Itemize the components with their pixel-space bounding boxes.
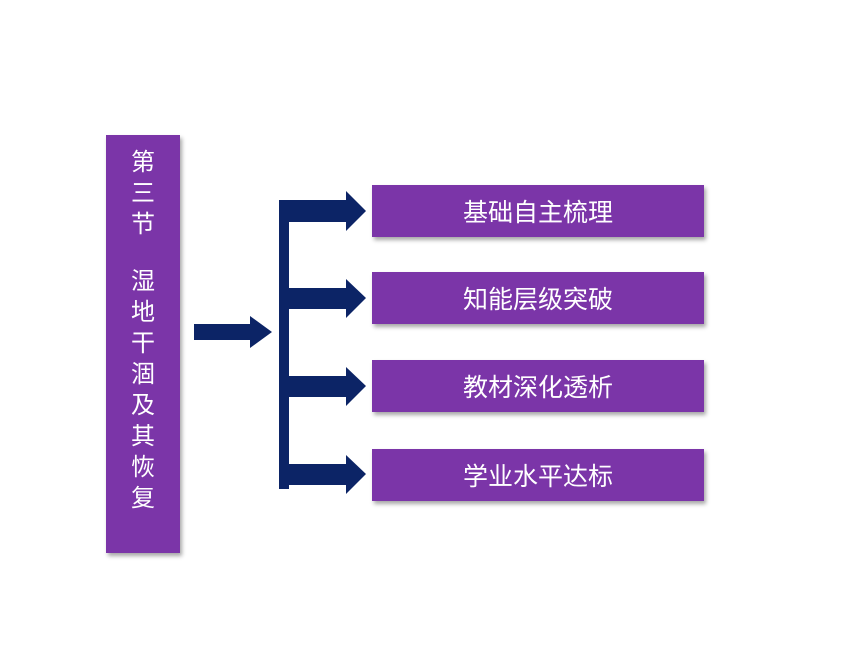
title-char: 地 [131, 298, 155, 326]
branch-arrow-icon [279, 455, 366, 494]
title-char: 复 [131, 484, 155, 512]
menu-item-label: 基础自主梳理 [462, 198, 613, 227]
title-char: 恢 [131, 453, 155, 481]
section-title: 第 三 节 湿 地 干 涸 及 其 恢 复 [106, 135, 180, 553]
title-char: 三 [131, 179, 155, 207]
title-char: 节 [131, 210, 155, 238]
branch-arrow-icon [279, 191, 366, 231]
title-char: 第 [131, 148, 155, 176]
title-char: 干 [131, 329, 155, 357]
branch-arrow-icon [279, 279, 366, 318]
title-char: 湿 [131, 267, 155, 295]
branch-arrow-icon [279, 367, 366, 406]
menu-item-label: 学业水平达标 [462, 462, 613, 491]
title-char: 其 [131, 422, 155, 450]
menu-item-level-test[interactable]: 学业水平达标 [372, 449, 704, 501]
title-char: 涸 [131, 360, 155, 388]
menu-item-label: 知能层级突破 [462, 285, 613, 314]
menu-item-basic-review[interactable]: 基础自主梳理 [372, 185, 704, 237]
menu-item-label: 教材深化透析 [462, 373, 613, 402]
menu-item-skill-breakthrough[interactable]: 知能层级突破 [372, 272, 704, 324]
menu-item-textbook-analysis[interactable]: 教材深化透析 [372, 360, 704, 412]
main-right-arrow-icon [194, 316, 272, 348]
bracket-bar [279, 200, 289, 489]
title-char: 及 [131, 391, 155, 419]
